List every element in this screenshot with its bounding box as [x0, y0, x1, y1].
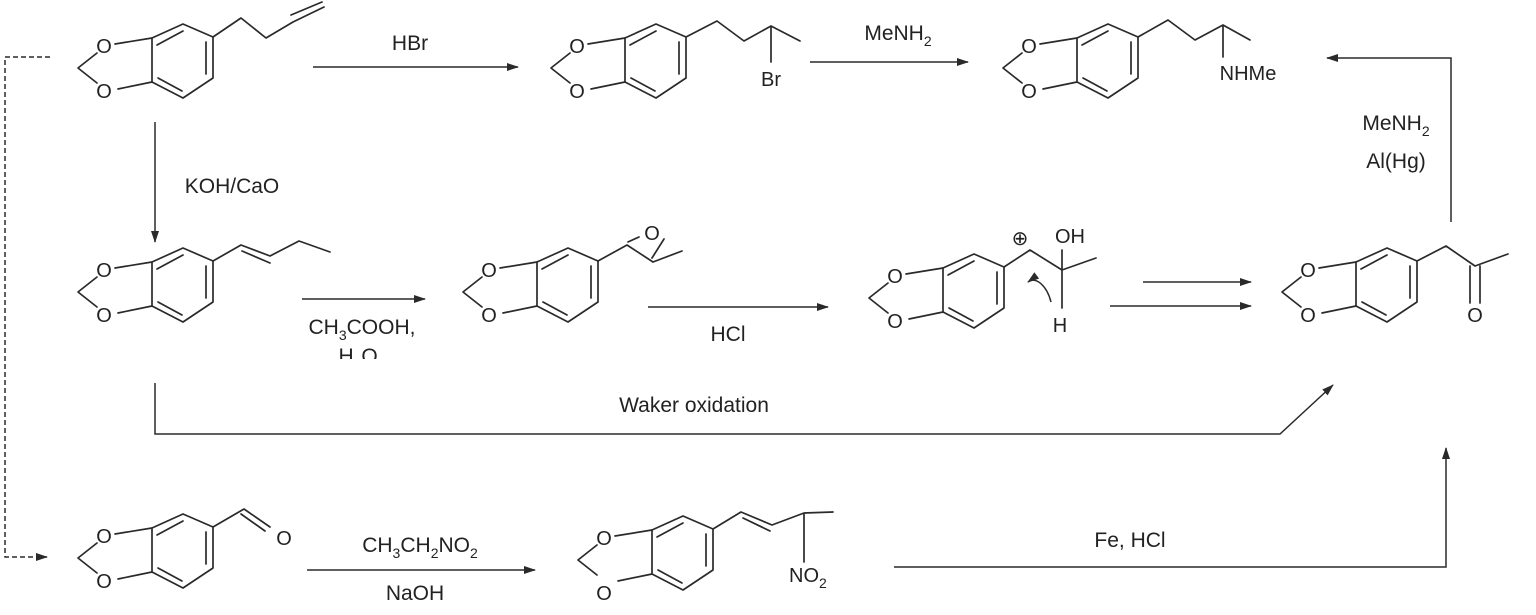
- mdma-atom-o2: O: [1021, 81, 1037, 103]
- mdma-molecule: O O NHMe: [1002, 19, 1277, 103]
- bromide-atom-o1: O: [569, 36, 585, 58]
- arrow-reductive-amination: [1326, 54, 1452, 222]
- reagent-koh-cao: KOH/CaO: [185, 175, 280, 198]
- safrole-atom-o1: O: [96, 36, 112, 58]
- safrole-molecule: O O: [77, 1, 325, 103]
- reagent-h2o2: H2O2: [338, 345, 385, 372]
- piperonal-atom-o3: O: [276, 528, 292, 550]
- reagent-menh2-right: MeNH2: [1362, 112, 1430, 139]
- nitropropene-atom-o2: O: [596, 583, 612, 605]
- reagent-h2o2-clipped: H2O2: [338, 345, 385, 372]
- carbocation-atom-o1: O: [887, 266, 903, 288]
- reagent-naoh: NaOH: [386, 582, 444, 605]
- ketone-atom-o1: O: [1300, 260, 1316, 282]
- epoxide-atom-o1: O: [481, 260, 497, 282]
- mdma-atom-nhme: NHMe: [1220, 63, 1277, 85]
- ketone-atom-o2: O: [1300, 305, 1316, 327]
- epoxide-molecule: O O O: [462, 223, 683, 327]
- carbocation-molecule: O O OH H ⊕: [868, 226, 1097, 337]
- epoxide-atom-o3: O: [644, 223, 660, 245]
- mdma-atom-o1: O: [1021, 36, 1037, 58]
- isosafrole-atom-o2: O: [96, 305, 112, 327]
- piperonal-atom-o2: O: [96, 571, 112, 593]
- arrow-fe-hcl: [894, 447, 1450, 568]
- piperonal-atom-o1: O: [96, 526, 112, 548]
- reagent-ch3cooh: CH3COOH,: [309, 316, 416, 343]
- carbocation-atom-h: H: [1053, 315, 1067, 337]
- piperonal-molecule: O O O: [77, 508, 292, 593]
- reagent-nitroethane: CH3CH2NO2: [362, 534, 478, 561]
- reagent-alhg: Al(Hg): [1366, 150, 1426, 173]
- bromide-atom-br: Br: [761, 69, 781, 91]
- arrow-wacker: [154, 383, 1334, 435]
- carbocation-atom-o2: O: [887, 311, 903, 333]
- isosafrole-molecule: O O: [77, 240, 331, 327]
- carbocation-atom-oh: OH: [1055, 226, 1085, 248]
- bromopropane-molecule: O O Br: [550, 20, 801, 103]
- safrole-atom-o2: O: [96, 81, 112, 103]
- isosafrole-atom-o1: O: [96, 260, 112, 282]
- ketone-atom-o3: O: [1467, 305, 1483, 327]
- nitropropene-atom-no2: NO2: [789, 565, 827, 591]
- nitropropene-atom-o1: O: [596, 528, 612, 550]
- bromide-atom-o2: O: [569, 81, 585, 103]
- reagent-menh2-top: MeNH2: [864, 22, 932, 49]
- reagent-hcl: HCl: [711, 323, 746, 346]
- epoxide-atom-o2: O: [481, 305, 497, 327]
- reagent-wacker: Waker oxidation: [619, 394, 769, 417]
- mdp2p-ketone-molecule: O O O: [1281, 245, 1509, 327]
- reagent-fe-hcl: Fe, HCl: [1094, 529, 1165, 552]
- reagent-hbr: HBr: [392, 32, 428, 55]
- arrow-isomerization-oxidation: [4, 56, 50, 561]
- carbocation-charge: ⊕: [1012, 228, 1029, 250]
- nitropropene-molecule: O O NO2: [577, 511, 834, 605]
